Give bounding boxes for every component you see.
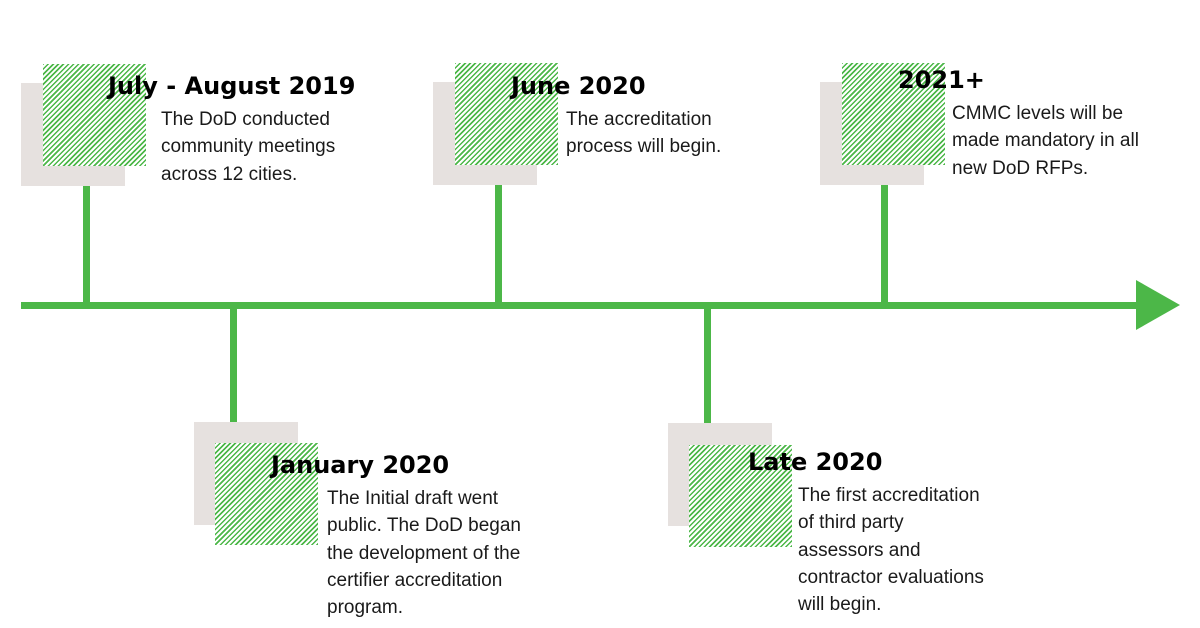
stem-2021-plus [881, 183, 888, 305]
event-description-line: process will begin. [566, 136, 722, 158]
event-description-line: made mandatory in all [952, 130, 1139, 152]
event-description-line: The first accreditation [798, 485, 980, 506]
event-description-line: contractor evaluations [798, 566, 984, 588]
event-description-line: public. The DoD began [327, 515, 521, 537]
stem-jan-2020 [230, 305, 237, 423]
event-title: January 2020 [271, 451, 450, 479]
stem-jul-aug-2019 [83, 183, 90, 305]
timeline-axis [21, 302, 1141, 309]
event-hatched-box [842, 63, 945, 165]
event-description-line: The accreditation [566, 109, 712, 130]
event-description-line: assessors and [798, 539, 921, 561]
event-description-line: program. [327, 597, 404, 619]
event-hatched-box [43, 64, 146, 166]
event-description-line: The DoD conducted [161, 109, 330, 130]
event-hatched-box [215, 443, 318, 545]
event-description-line: The Initial draft went [327, 488, 499, 509]
event-description: The DoD conducted community meetings acr… [161, 106, 335, 188]
event-description-line: the development of the [327, 542, 521, 564]
event-description-line: community meetings [161, 136, 336, 158]
event-description-line: will begin. [798, 594, 882, 616]
timeline-arrowhead [1136, 280, 1180, 330]
event-title: July - August 2019 [108, 72, 356, 100]
event-description-line: across 12 cities. [161, 163, 298, 185]
event-description: The first accreditation of third party a… [798, 482, 984, 618]
event-description: The Initial draft went public. The DoD b… [327, 485, 521, 621]
event-title: 2021+ [898, 66, 985, 94]
event-title: June 2020 [511, 72, 646, 100]
stem-late-2020 [704, 305, 711, 423]
stem-jun-2020 [495, 183, 502, 305]
event-description-line: certifier accreditation [327, 569, 503, 591]
event-description: The accreditation process will begin. [566, 106, 721, 161]
event-title: Late 2020 [748, 448, 883, 476]
event-description-line: CMMC levels will be [952, 103, 1124, 124]
event-description-line: new DoD RFPs. [952, 157, 1089, 179]
event-description-line: of third party [798, 512, 904, 534]
event-hatched-box [689, 445, 792, 547]
event-hatched-box [455, 63, 558, 165]
event-description: CMMC levels will be made mandatory in al… [952, 100, 1139, 182]
